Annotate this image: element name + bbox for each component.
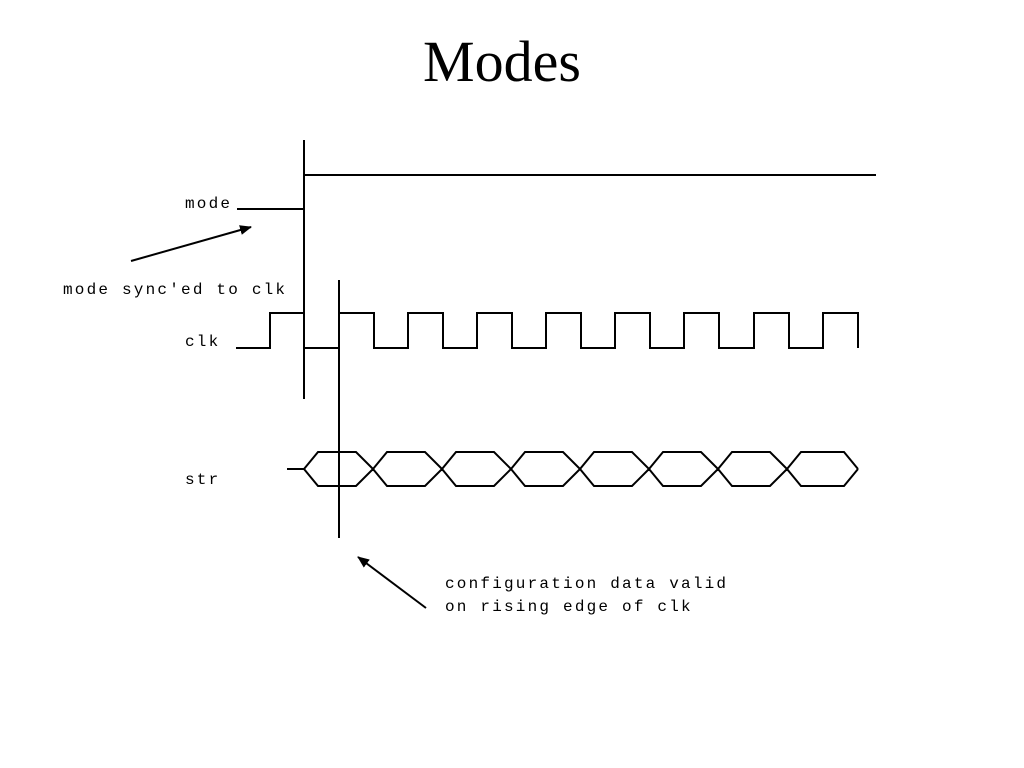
config-valid-arrow bbox=[357, 556, 427, 609]
slide-title: Modes bbox=[423, 29, 581, 94]
str-bus-top bbox=[287, 451, 859, 471]
str-bus-bottom bbox=[303, 467, 859, 487]
mode-sync-annotation: mode sync'ed to clk bbox=[63, 281, 288, 299]
mode-waveform bbox=[237, 174, 876, 210]
config-valid-annotation-line1: configuration data valid bbox=[445, 575, 729, 593]
clk-waveform bbox=[236, 312, 859, 349]
str-signal-label: str bbox=[185, 471, 221, 489]
mode-signal-label: mode bbox=[185, 195, 233, 213]
mode-sync-arrow bbox=[130, 225, 252, 262]
clk-signal-label: clk bbox=[185, 333, 221, 351]
config-valid-annotation-line2: on rising edge of clk bbox=[445, 598, 693, 616]
